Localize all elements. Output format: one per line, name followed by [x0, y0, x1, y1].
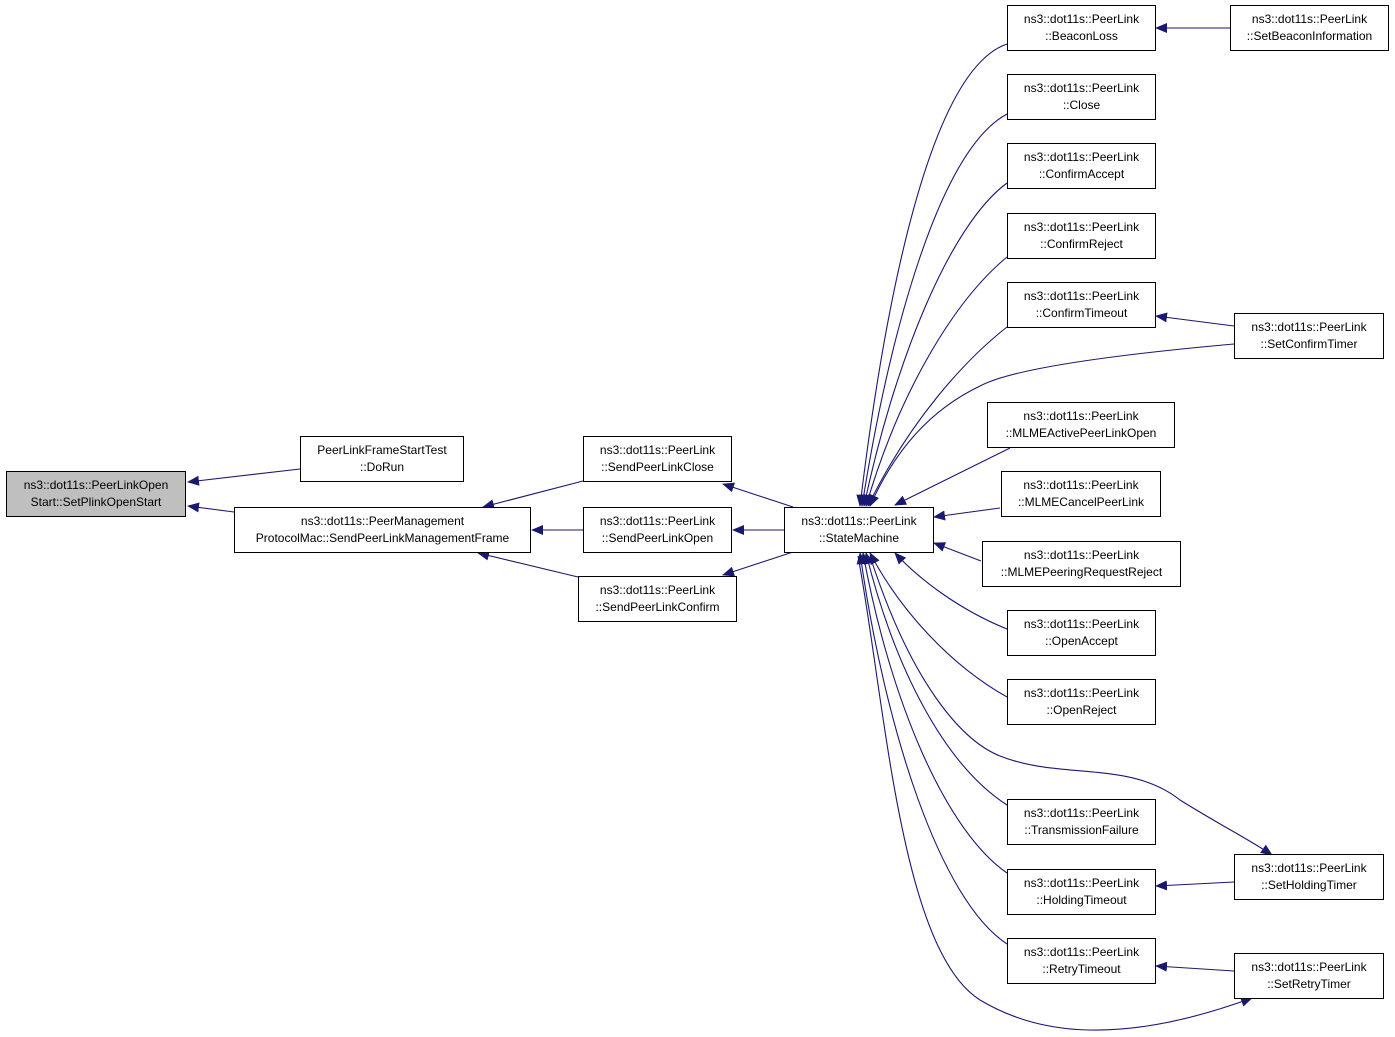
node-line-1: ns3::dot11s::PeerLinkOpen — [23, 478, 169, 492]
node-line-1: ns3::dot11s::PeerLink — [1023, 478, 1139, 492]
edge-mlmepeering-statemachine — [933, 542, 982, 562]
node-line-2: ::SetConfirmTimer — [1260, 337, 1358, 351]
node-line-2: ::SetHoldingTimer — [1261, 878, 1357, 892]
edge-sendconfirm-sendmgmt — [477, 550, 579, 578]
node-line-2: ::Close — [1062, 98, 1101, 112]
node-set-holding-timer[interactable]: ns3::dot11s::PeerLink ::SetHoldingTimer — [1234, 854, 1384, 900]
edge-statemachine-sendconfirm — [722, 551, 794, 577]
node-line-1: ns3::dot11s::PeerLink — [599, 583, 716, 597]
node-line-1: ns3::dot11s::PeerLink — [1023, 686, 1140, 700]
node-line-2: ::DoRun — [359, 460, 405, 474]
edge-openaccept-statemachine — [894, 552, 1008, 630]
node-beacon-loss[interactable]: ns3::dot11s::PeerLink ::BeaconLoss — [1007, 5, 1156, 51]
node-send-peer-link-open[interactable]: ns3::dot11s::PeerLink ::SendPeerLinkOpen — [583, 507, 732, 553]
node-line-2: ::ConfirmAccept — [1038, 167, 1125, 181]
node-send-peer-link-management-frame[interactable]: ns3::dot11s::PeerManagement ProtocolMac:… — [234, 507, 531, 553]
node-line-2: ::StateMachine — [818, 531, 900, 545]
node-line-1: ns3::dot11s::PeerLink — [1023, 548, 1140, 562]
node-line-1: ns3::dot11s::PeerLink — [1023, 12, 1140, 26]
node-confirm-reject[interactable]: ns3::dot11s::PeerLink ::ConfirmReject — [1007, 213, 1156, 259]
edge-statemachine-setretry — [857, 555, 1253, 1031]
edge-mlmecancel-statemachine — [933, 507, 1001, 521]
node-line-2: ::MLMECancelPeerLink — [1017, 495, 1145, 509]
node-line-1: ns3::dot11s::PeerLink — [1023, 81, 1140, 95]
node-line-1: ns3::dot11s::PeerLink — [1251, 861, 1367, 875]
node-line-2: ::TransmissionFailure — [1024, 823, 1139, 837]
node-line-1: ns3::dot11s::PeerLink — [599, 443, 716, 457]
node-confirm-timeout[interactable]: ns3::dot11s::PeerLink ::ConfirmTimeout — [1007, 282, 1156, 328]
node-send-peer-link-close[interactable]: ns3::dot11s::PeerLink ::SendPeerLinkClos… — [583, 436, 732, 482]
node-confirm-accept[interactable]: ns3::dot11s::PeerLink ::ConfirmAccept — [1007, 143, 1156, 189]
edge-openreject-statemachine — [869, 552, 1008, 698]
edge-setconfirm-confirmtimeout — [1155, 312, 1235, 327]
edge-confirmreject-statemachine — [864, 256, 1008, 507]
edge-setretry-retrytimeout — [1155, 961, 1235, 972]
node-line-1: ns3::dot11s::PeerLink — [1023, 409, 1139, 423]
node-line-2: ::BeaconLoss — [1045, 29, 1118, 43]
node-line-2: ::SendPeerLinkClose — [601, 460, 714, 474]
node-line-2: ::MLMEPeeringRequestReject — [1000, 565, 1163, 579]
node-line-1: ns3::dot11s::PeerLink — [1023, 806, 1140, 820]
edge-beaconloss-statemachine — [856, 43, 1008, 507]
node-line-1: ns3::dot11s::PeerLink — [1023, 617, 1140, 631]
node-line-2: ::SendPeerLinkConfirm — [595, 600, 720, 614]
edge-retrytimeout-statemachine — [856, 552, 1008, 945]
node-line-1: ns3::dot11s::PeerLink — [1023, 876, 1140, 890]
node-open-reject[interactable]: ns3::dot11s::PeerLink ::OpenReject — [1007, 679, 1156, 725]
node-line-2: ::HoldingTimeout — [1036, 893, 1127, 907]
node-line-2: ::OpenAccept — [1045, 634, 1118, 648]
edge-sendmgmt-root — [187, 502, 235, 513]
edge-dorun-root — [187, 468, 301, 486]
node-line-1: PeerLinkFrameStartTest — [317, 443, 447, 457]
edge-close-statemachine — [858, 113, 1008, 507]
node-line-1: ns3::dot11s::PeerManagement — [300, 514, 465, 528]
node-send-peer-link-confirm[interactable]: ns3::dot11s::PeerLink ::SendPeerLinkConf… — [578, 576, 737, 622]
edge-txfailure-statemachine — [863, 552, 1008, 806]
node-line-1: ns3::dot11s::PeerLink — [1251, 12, 1368, 26]
node-set-confirm-timer[interactable]: ns3::dot11s::PeerLink ::SetConfirmTimer — [1234, 313, 1384, 359]
node-line-2: ::ConfirmReject — [1040, 237, 1123, 251]
node-line-1: ns3::dot11s::PeerLink — [801, 514, 917, 528]
node-state-machine[interactable]: ns3::dot11s::PeerLink ::StateMachine — [784, 507, 934, 553]
node-line-2: ::SetBeaconInformation — [1246, 29, 1373, 43]
node-set-retry-timer[interactable]: ns3::dot11s::PeerLink ::SetRetryTimer — [1234, 953, 1384, 999]
node-close[interactable]: ns3::dot11s::PeerLink ::Close — [1007, 74, 1156, 120]
edge-confirmtimeout-statemachine — [867, 326, 1008, 507]
node-line-1: ns3::dot11s::PeerLink — [599, 514, 716, 528]
node-transmission-failure[interactable]: ns3::dot11s::PeerLink ::TransmissionFail… — [1007, 799, 1156, 845]
edge-sendclose-sendmgmt — [482, 480, 584, 510]
node-line-2: ::OpenReject — [1046, 703, 1117, 717]
edge-mlmeactive-statemachine — [894, 447, 1011, 506]
node-line-2: ProtocolMac::SendPeerLinkManagementFrame — [255, 531, 510, 545]
node-line-2: Start::SetPlinkOpenStart — [30, 495, 162, 509]
edge-statemachine-setholding — [869, 555, 1273, 856]
node-line-1: ns3::dot11s::PeerLink — [1251, 960, 1367, 974]
node-mlme-active-peer-link-open[interactable]: ns3::dot11s::PeerLink ::MLMEActivePeerLi… — [987, 402, 1175, 448]
node-line-2: ::SendPeerLinkOpen — [601, 531, 714, 545]
node-do-run[interactable]: PeerLinkFrameStartTest ::DoRun — [300, 436, 464, 482]
node-retry-timeout[interactable]: ns3::dot11s::PeerLink ::RetryTimeout — [1007, 938, 1156, 984]
node-line-1: ns3::dot11s::PeerLink — [1251, 320, 1367, 334]
node-set-plink-open-start[interactable]: ns3::dot11s::PeerLinkOpen Start::SetPlin… — [6, 471, 186, 517]
node-holding-timeout[interactable]: ns3::dot11s::PeerLink ::HoldingTimeout — [1007, 869, 1156, 915]
edge-confirmaccept-statemachine — [861, 182, 1008, 507]
edge-setconfirm-statemachine — [869, 343, 1235, 507]
node-line-1: ns3::dot11s::PeerLink — [1023, 289, 1140, 303]
edge-holdingtimeout-statemachine — [860, 552, 1008, 874]
node-open-accept[interactable]: ns3::dot11s::PeerLink ::OpenAccept — [1007, 610, 1156, 656]
node-mlme-peering-request-reject[interactable]: ns3::dot11s::PeerLink ::MLMEPeeringReque… — [982, 541, 1181, 587]
edge-statemachine-sendclose — [722, 482, 794, 508]
node-line-1: ns3::dot11s::PeerLink — [1023, 945, 1140, 959]
node-line-2: ::SetRetryTimer — [1267, 977, 1351, 991]
node-line-2: ::MLMEActivePeerLinkOpen — [1005, 426, 1157, 440]
node-line-2: ::RetryTimeout — [1042, 962, 1121, 976]
node-line-2: ::ConfirmTimeout — [1035, 306, 1128, 320]
node-set-beacon-information[interactable]: ns3::dot11s::PeerLink ::SetBeaconInforma… — [1230, 5, 1389, 51]
node-line-1: ns3::dot11s::PeerLink — [1023, 220, 1140, 234]
node-mlme-cancel-peer-link[interactable]: ns3::dot11s::PeerLink ::MLMECancelPeerLi… — [1001, 471, 1161, 517]
node-line-1: ns3::dot11s::PeerLink — [1023, 150, 1140, 164]
edge-setholding-holdingtimeout — [1155, 880, 1235, 891]
